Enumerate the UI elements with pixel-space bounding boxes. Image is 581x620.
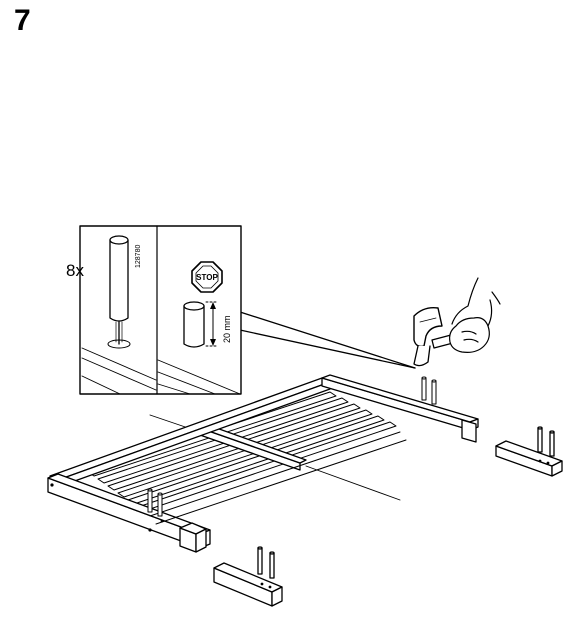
callout-pointer <box>239 311 416 369</box>
leg-block-front <box>213 546 283 607</box>
frame-dowels <box>147 376 437 517</box>
step-number: 7 <box>14 4 31 37</box>
leg-block-right <box>495 426 563 477</box>
dowel-icon <box>109 235 129 345</box>
quantity-label: 8x <box>66 261 84 280</box>
depth-label: 20 mm <box>222 315 232 343</box>
dowel-depth-detail <box>157 261 241 395</box>
part-number-label: 128780 <box>135 245 142 268</box>
detail-callout <box>79 225 242 395</box>
stop-sign-label: STOP <box>196 273 218 282</box>
corner-post <box>179 522 207 553</box>
dowel-in-hole <box>81 235 157 395</box>
short-dowel-icon <box>183 301 205 348</box>
right-end-rail <box>321 374 479 443</box>
bed-frame <box>47 374 479 553</box>
dimension-arrow <box>205 301 217 347</box>
front-rail <box>47 431 407 549</box>
hand-icon <box>449 277 501 353</box>
stop-sign-icon <box>191 261 223 293</box>
